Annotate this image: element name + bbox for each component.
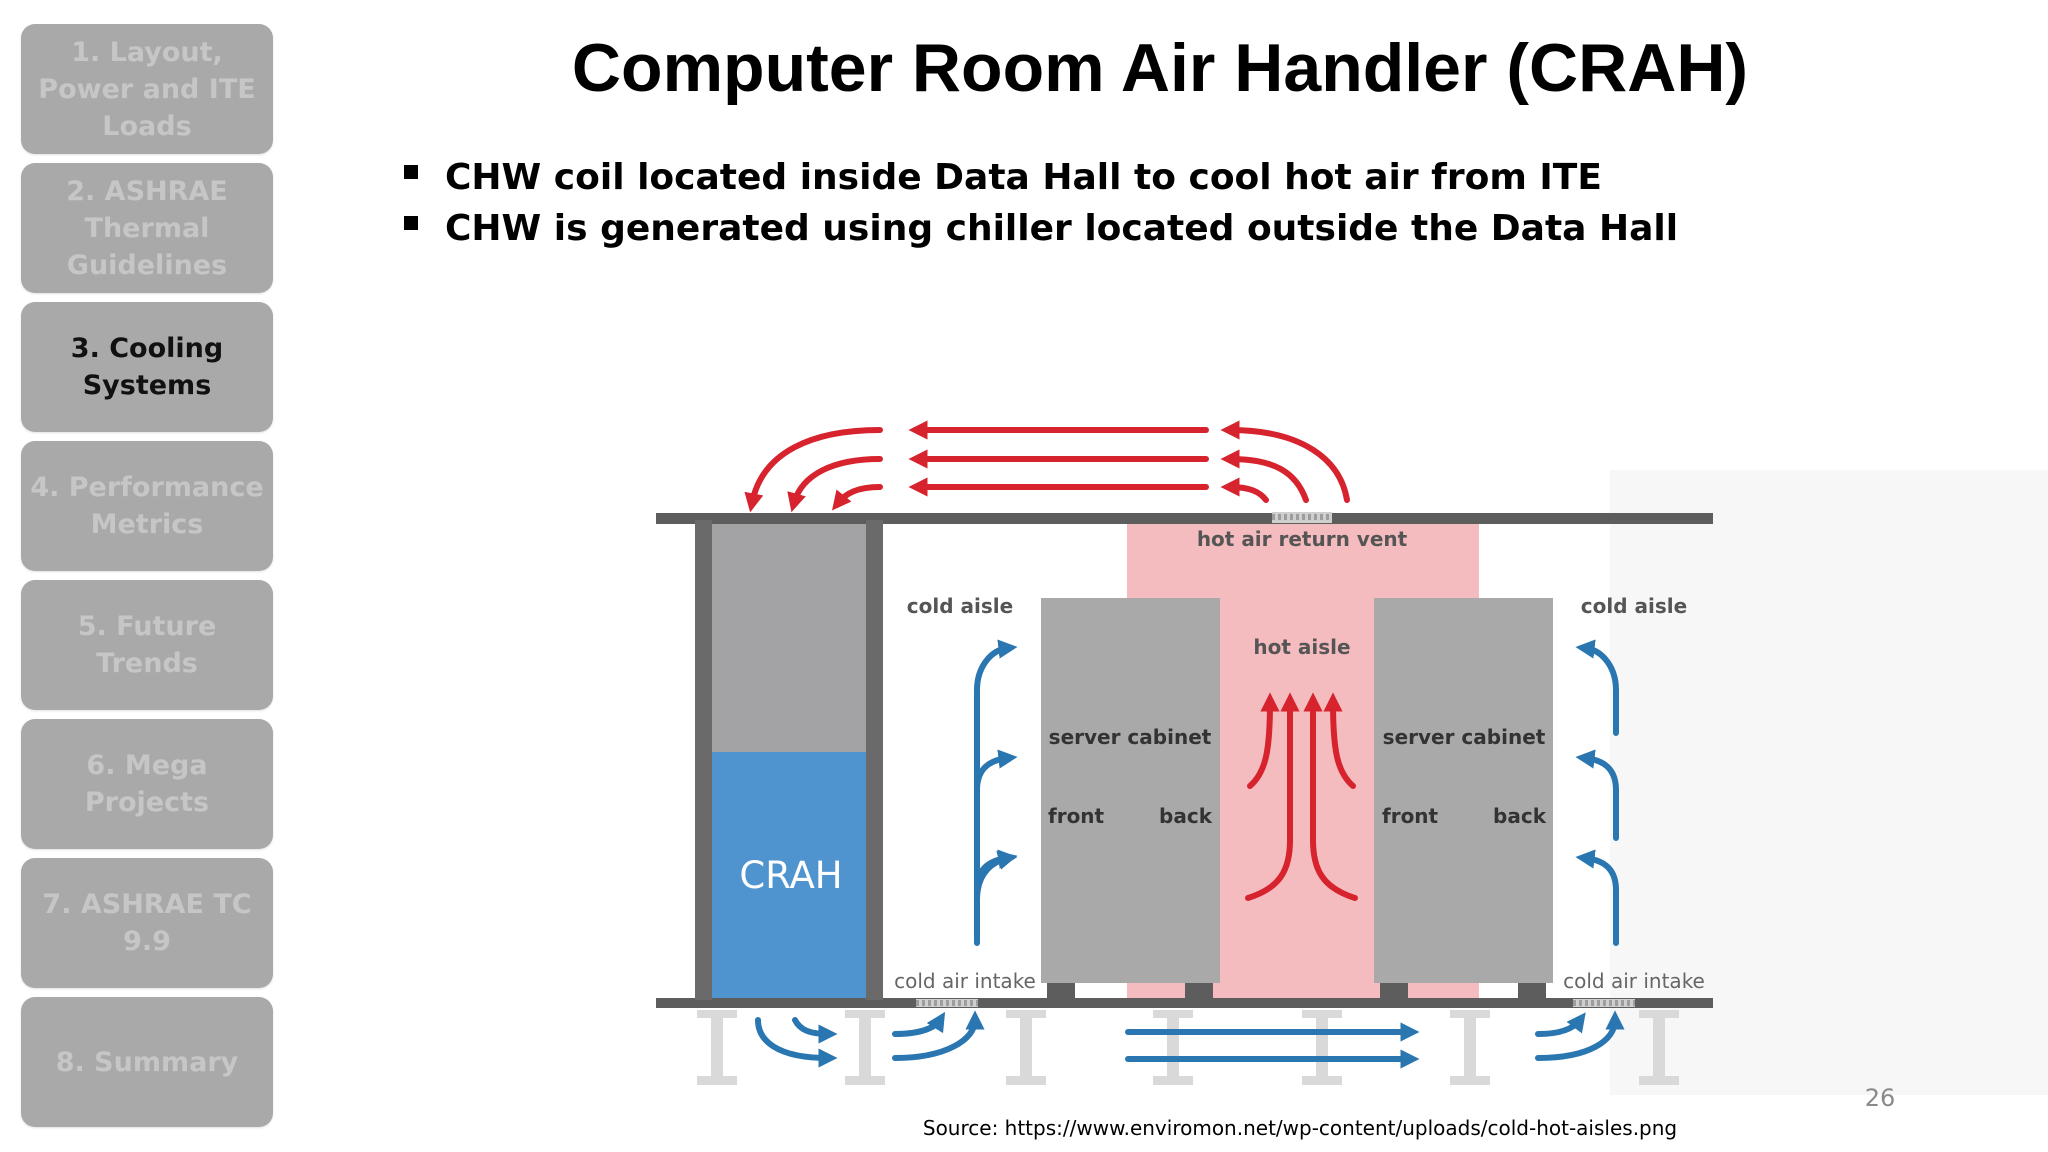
nav-item-label: 2. ASHRAE Thermal Guidelines (66, 175, 228, 281)
cabinet-right-front-label: front (1382, 804, 1439, 828)
ceiling-slab (656, 513, 1713, 524)
hot-air-return-arrows (744, 420, 1350, 513)
crah-upper (712, 524, 866, 752)
cabinet-left-front-label: front (1048, 804, 1105, 828)
crah-right-wall (866, 520, 883, 1000)
server-cabinet-right (1374, 598, 1553, 983)
bullet-list: CHW coil located inside Data Hall to coo… (400, 152, 1678, 254)
underfloor-cold-air-arrows (755, 1010, 1625, 1069)
cold-aisle-right-arrows (1575, 639, 1619, 946)
cold-aisle-left-label: cold aisle (907, 594, 1013, 618)
server-cabinet-left (1041, 598, 1220, 983)
nav-item-label: 3. Cooling Systems (70, 333, 224, 401)
nav-item-mega-projects[interactable]: 6. Mega Projects (21, 719, 273, 849)
cold-air-intake-left-label: cold air intake (894, 969, 1036, 993)
bullet-square-icon (404, 216, 418, 230)
bullet-item: CHW is generated using chiller located o… (400, 203, 1678, 254)
cold-aisle-right-label: cold aisle (1581, 594, 1687, 618)
hot-air-return-vent-label: hot air return vent (1197, 527, 1408, 551)
nav-item-label: 8. Summary (55, 1046, 239, 1078)
floor-pedestals (697, 1010, 1679, 1085)
slide-title: Computer Room Air Handler (CRAH) (571, 30, 1749, 106)
server-cabinet-left-label: server cabinet (1049, 725, 1212, 749)
bullet-square-icon (404, 165, 418, 179)
crah-label: CRAH (739, 854, 842, 897)
nav-item-layout[interactable]: 1. Layout, Power and ITE Loads (21, 24, 273, 154)
hot-aisle-label: hot aisle (1253, 635, 1350, 659)
nav-item-ashrae-thermal[interactable]: 2. ASHRAE Thermal Guidelines (21, 163, 273, 293)
hot-aisle-rising-arrows (1245, 692, 1358, 901)
backdrop (1610, 470, 2048, 1095)
nav-item-label: 4. Performance Metrics (30, 472, 264, 540)
source-citation: Source: https://www.enviromon.net/wp-con… (922, 1116, 1678, 1140)
bullet-item: CHW coil located inside Data Hall to coo… (400, 152, 1678, 203)
nav-item-label: 6. Mega Projects (84, 750, 210, 818)
cold-air-intake-right-label: cold air intake (1563, 969, 1705, 993)
raised-floor (656, 998, 1713, 1008)
nav-item-label: 5. Future Trends (77, 611, 217, 679)
nav-item-performance-metrics[interactable]: 4. Performance Metrics (21, 441, 273, 571)
nav-item-ashrae-tc[interactable]: 7. ASHRAE TC 9.9 (21, 858, 273, 988)
crah-airflow-diagram: CRAH (656, 420, 2048, 1095)
cabinet-left-back-label: back (1159, 804, 1213, 828)
crah-coil (712, 752, 866, 998)
server-cabinet-right-label: server cabinet (1383, 725, 1546, 749)
page-number: 26 (1864, 1084, 1896, 1112)
crah-left-wall (695, 520, 712, 1000)
bullet-text: CHW coil located inside Data Hall to coo… (445, 157, 1602, 198)
nav-item-label: 7. ASHRAE TC 9.9 (42, 889, 252, 957)
nav-item-cooling-systems[interactable]: 3. Cooling Systems (21, 302, 273, 432)
bullet-text: CHW is generated using chiller located o… (445, 208, 1679, 249)
cold-aisle-left-arrows (974, 639, 1018, 946)
cabinet-right-back-label: back (1493, 804, 1547, 828)
nav-item-future-trends[interactable]: 5. Future Trends (21, 580, 273, 710)
nav-item-label: 1. Layout, Power and ITE Loads (38, 36, 256, 142)
nav-item-summary[interactable]: 8. Summary (21, 997, 273, 1127)
